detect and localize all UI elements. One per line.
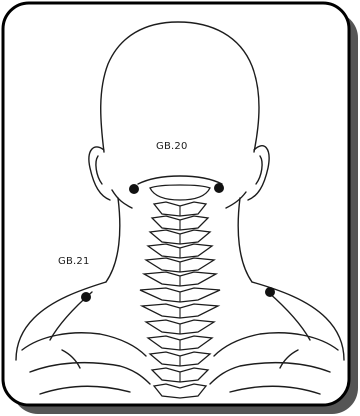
gb20-label: GB.20: [156, 141, 188, 152]
gb21-left-point: [81, 292, 91, 302]
gb20-left-point: [129, 184, 139, 194]
gb21-right-point: [265, 287, 275, 297]
gb21-label: GB.21: [58, 256, 90, 267]
gb20-right-point: [214, 183, 224, 193]
